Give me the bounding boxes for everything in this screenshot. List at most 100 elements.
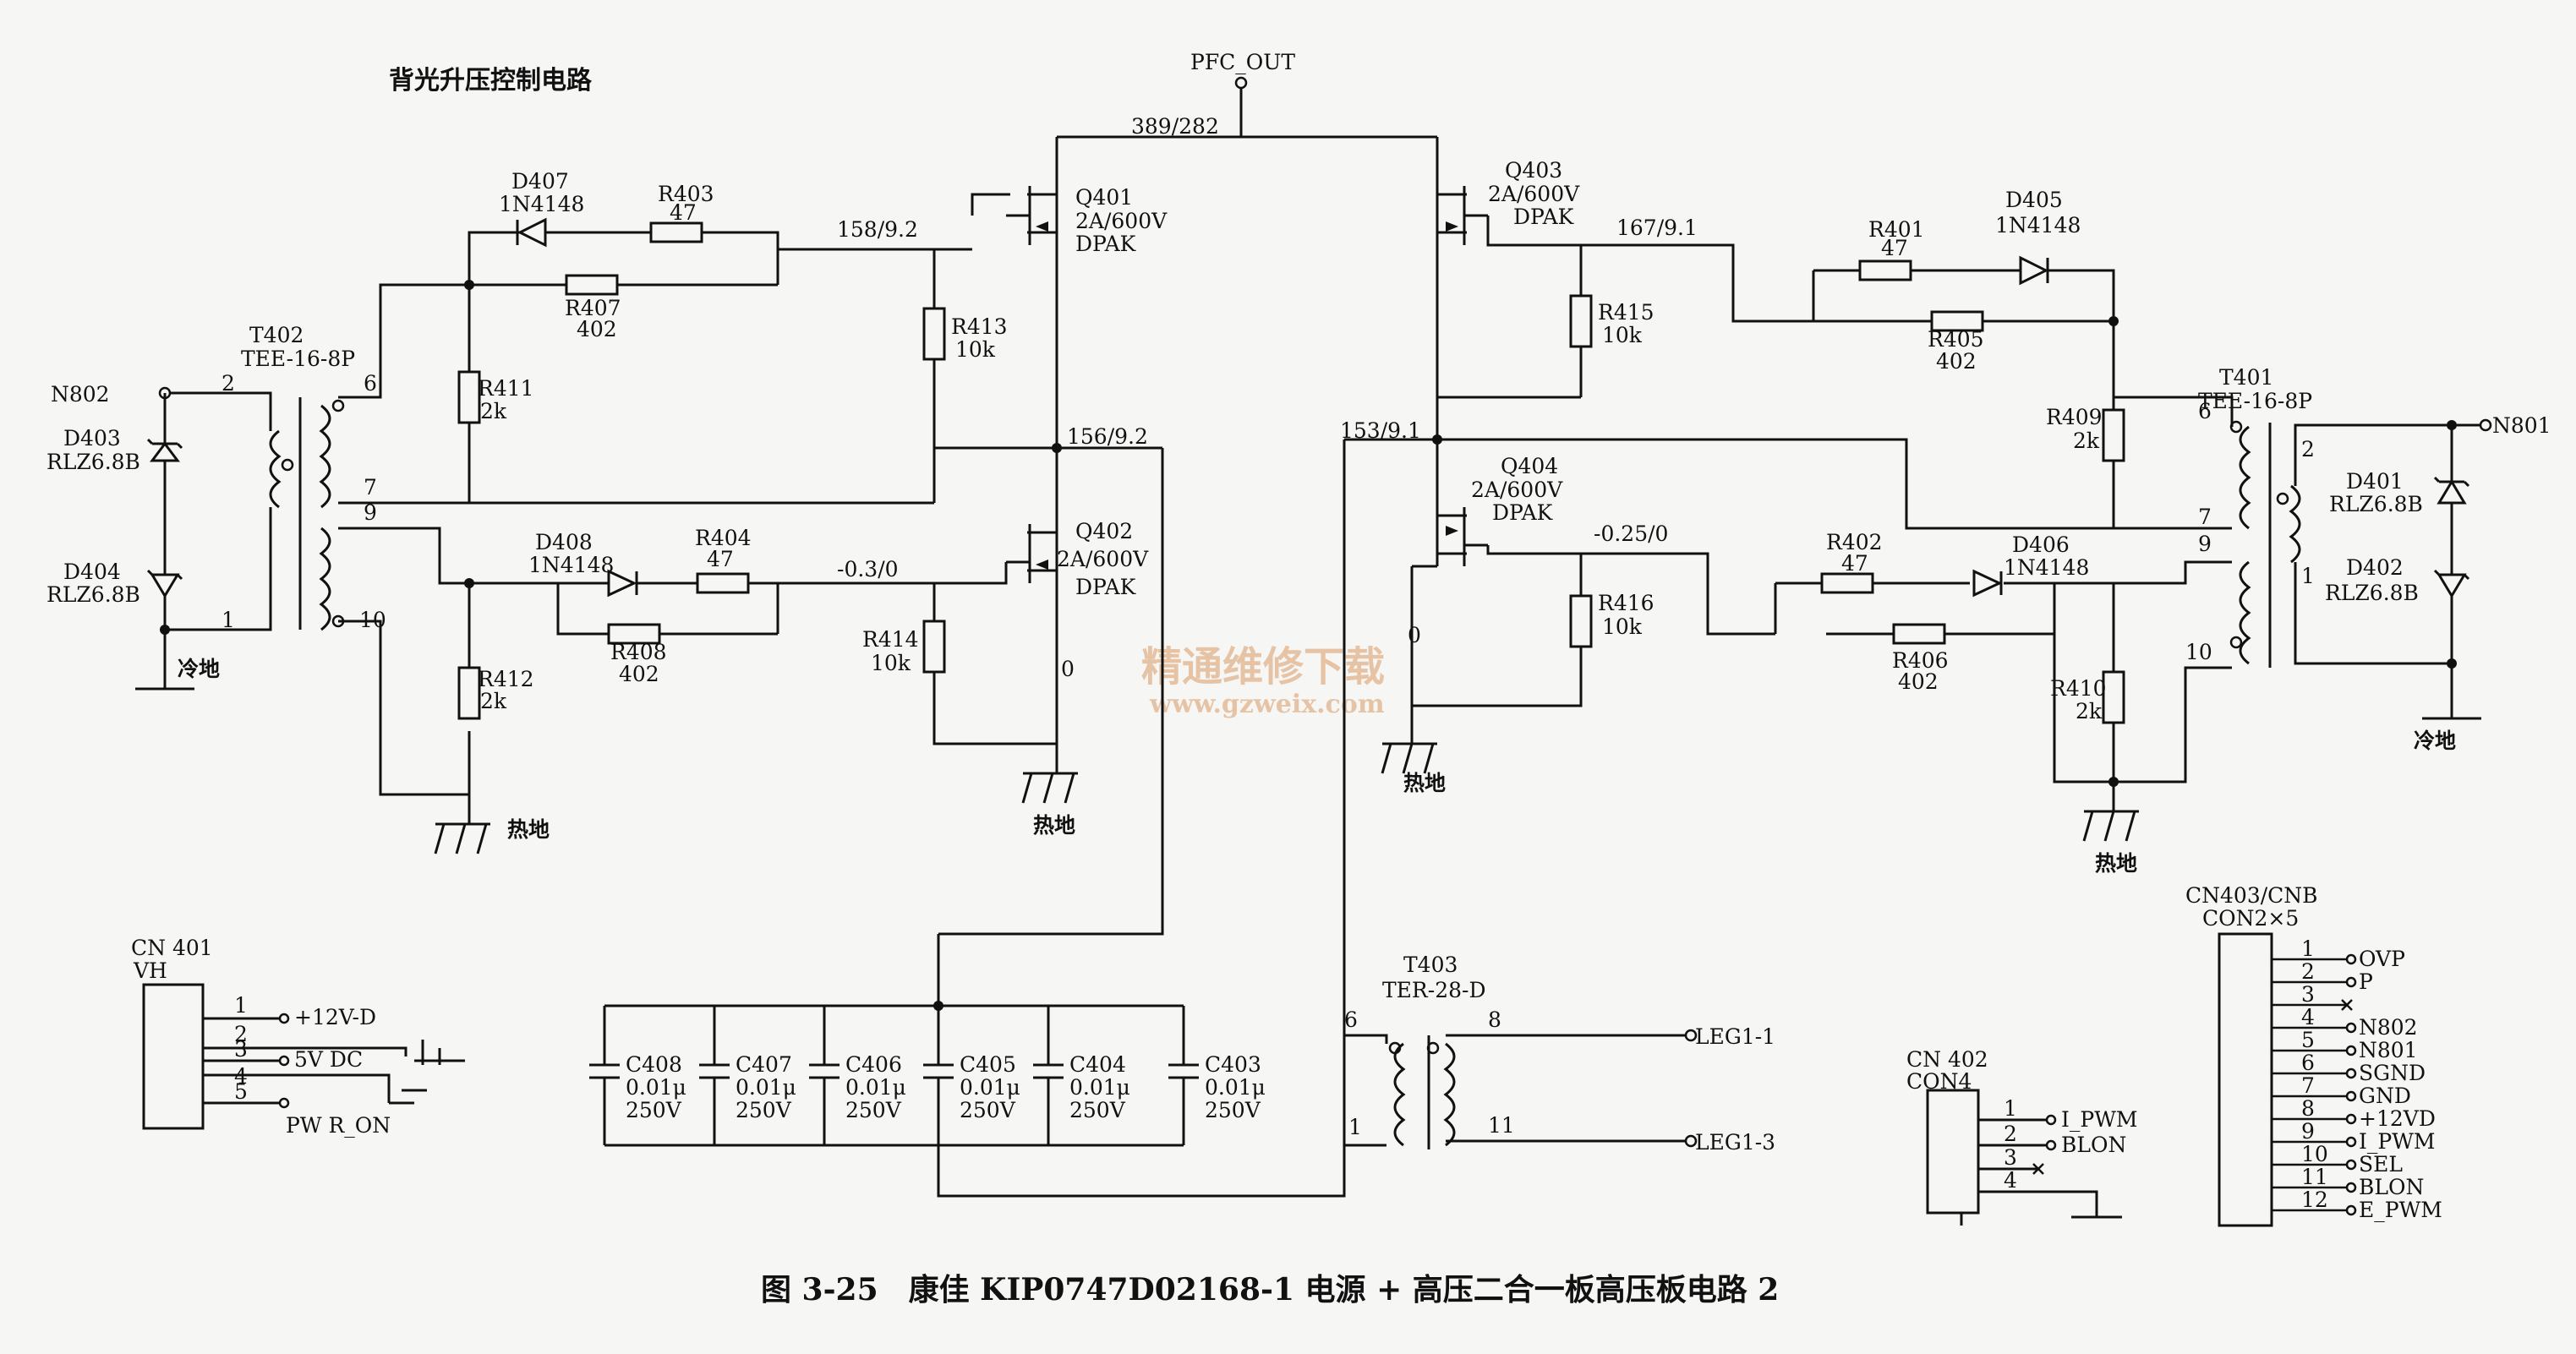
- r402-ref: R402: [1826, 530, 1883, 554]
- cold-ground-icon: [2422, 663, 2481, 720]
- r412-val: 2k: [480, 689, 507, 713]
- d403-val: RLZ6.8B: [46, 450, 140, 474]
- r403-ref: R403: [658, 182, 714, 206]
- diagram-title: 背光升压控制电路: [389, 66, 593, 96]
- r405-val: 402: [1936, 349, 1977, 374]
- zener-d401: [2433, 476, 2470, 505]
- t401-pin-9: 9: [2198, 532, 2212, 556]
- net-pfc-voltage: 389/282: [1131, 114, 1219, 139]
- r416-ref: R416: [1598, 591, 1654, 615]
- q401-rating: 2A/600V: [1075, 209, 1168, 233]
- r410-val: 2k: [2076, 699, 2103, 723]
- r401-val: 47: [1881, 236, 1908, 260]
- diode-d406: [1972, 569, 2003, 598]
- q401-ref: Q401: [1075, 185, 1133, 210]
- r413-val: 10k: [955, 337, 996, 362]
- cap-ref: C405: [960, 1052, 1016, 1077]
- resistor-r402: [1820, 572, 1874, 594]
- cap-voltage: 250V: [1069, 1098, 1126, 1122]
- capacitor-bank-wiring: [604, 934, 1346, 1198]
- wire-q401-gate: [776, 248, 972, 285]
- wire-node-153: [1343, 397, 2232, 1035]
- port-leg3-label: LEG1-3: [1695, 1130, 1775, 1155]
- t401-pin-2: 2: [2301, 437, 2315, 461]
- watermark-url: www.gzweix.com: [1149, 690, 1385, 719]
- r411-val: 2k: [480, 399, 507, 423]
- q403-pkg: DPAK: [1513, 205, 1575, 229]
- t402-ref: T402: [249, 323, 304, 347]
- net-n5: 167/9.1: [1616, 216, 1698, 240]
- d402-val: RLZ6.8B: [2325, 581, 2419, 605]
- cap-value: 0.01μ: [626, 1075, 686, 1100]
- r415-ref: R415: [1598, 300, 1654, 325]
- r406-ref: R406: [1892, 648, 1949, 673]
- q402-rating: 2A/600V: [1057, 547, 1149, 571]
- cap-voltage: 250V: [960, 1098, 1016, 1122]
- cn402-pin-1: 1: [2004, 1096, 2017, 1121]
- r416-val: 10k: [1602, 614, 1643, 639]
- cn401-pin-2: 2: [234, 1022, 248, 1046]
- resistor-r407: [565, 274, 619, 296]
- mosfet-q404: [1410, 507, 1775, 744]
- d408-val: 1N4148: [528, 553, 614, 577]
- cold-ground-icon: [135, 630, 194, 691]
- q404-ref: Q404: [1501, 454, 1558, 478]
- cn403-signal: E_PWM: [2359, 1198, 2442, 1222]
- pfc-bus: [1055, 76, 1439, 186]
- cap-ref: C406: [845, 1052, 902, 1077]
- cn401-sig-pwron: PW R_ON: [286, 1113, 391, 1138]
- hot-ground-icon: [1381, 742, 1437, 774]
- d401-val: RLZ6.8B: [2329, 492, 2423, 516]
- net-n1: 158/9.2: [837, 217, 918, 242]
- cn402-sig-blon: BLON: [2061, 1133, 2126, 1157]
- d401-ref: D401: [2346, 469, 2404, 494]
- r407-ref: R407: [565, 296, 621, 320]
- cn401-sig-5v: 5V DC: [294, 1047, 363, 1072]
- resistor-r416: [1412, 554, 1593, 707]
- t401-pin-7: 7: [2198, 505, 2212, 529]
- t402-pin-9: 9: [364, 500, 377, 525]
- resistor-r411: [457, 285, 481, 503]
- t402-val: TEE-16-8P: [241, 347, 355, 371]
- mosfet-q402: [972, 507, 1058, 744]
- resistor-r414: [922, 620, 1057, 745]
- resistor-r415: [1569, 294, 1593, 348]
- cap-value: 0.01μ: [1069, 1075, 1130, 1100]
- d406-ref: D406: [2012, 532, 2070, 557]
- r414-val: 10k: [871, 651, 911, 675]
- t403-pin-1: 1: [1348, 1115, 1362, 1139]
- cn403-signal: BLON: [2359, 1175, 2424, 1199]
- d404-val: RLZ6.8B: [46, 582, 140, 607]
- cap-value: 0.01μ: [736, 1075, 796, 1100]
- t402-pin-7: 7: [364, 475, 377, 500]
- t401-val: TEE-16-8P: [2198, 389, 2312, 413]
- cn403-pin-number: 10: [2301, 1142, 2328, 1166]
- cn402-sig-ipwm: I_PWM: [2061, 1107, 2138, 1132]
- wire-node-156: [934, 245, 1162, 507]
- r413-ref: R413: [951, 314, 1008, 339]
- cn403-pin-number: 1: [2301, 936, 2315, 961]
- q402-ref: Q402: [1075, 519, 1133, 543]
- transformer-t403: [1344, 1029, 1698, 1149]
- capacitor-group: C4080.01μ250VC4070.01μ250VC4060.01μ250VC…: [589, 1006, 1266, 1145]
- q402-pkg: DPAK: [1075, 575, 1137, 599]
- q401-pkg: DPAK: [1075, 232, 1137, 256]
- d405-val: 1N4148: [1995, 213, 2081, 237]
- wire-t401-bottom: [2053, 560, 2232, 783]
- cap-value: 0.01μ: [960, 1075, 1020, 1100]
- cap-value: 0.01μ: [845, 1075, 906, 1100]
- cn403-pin-number: 5: [2301, 1028, 2315, 1052]
- d407-ref: D407: [511, 169, 569, 194]
